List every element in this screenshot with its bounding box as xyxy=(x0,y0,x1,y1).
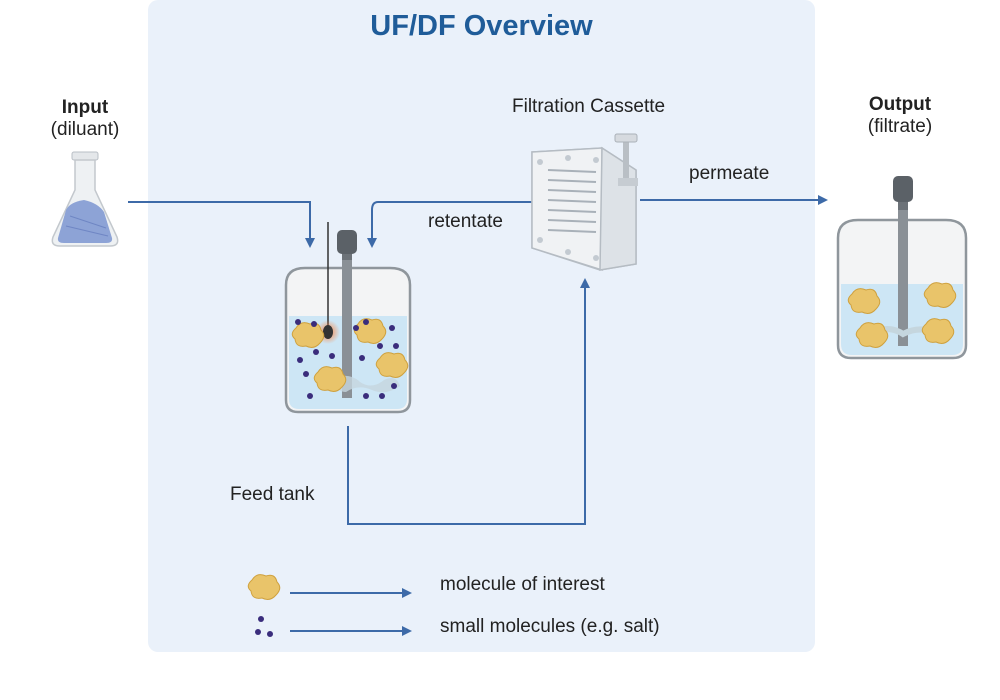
retentate-label: retentate xyxy=(428,211,503,232)
legend-text-1: molecule of interest xyxy=(440,574,605,595)
legend-text-2: small molecules (e.g. salt) xyxy=(440,616,660,637)
feed-tank-label: Feed tank xyxy=(230,484,315,505)
output-heading: Output xyxy=(868,94,932,115)
feed-tank-icon xyxy=(284,222,412,414)
output-label: Output (filtrate) xyxy=(845,94,955,138)
retentate-flow-arrow xyxy=(367,201,532,248)
output-subtitle: (filtrate) xyxy=(867,116,933,137)
legend-molecule-icon xyxy=(247,574,281,600)
legend-salt-icon xyxy=(255,616,273,637)
page-title: UF/DF Overview xyxy=(370,10,593,42)
overview-panel xyxy=(148,0,815,652)
input-heading: Input xyxy=(61,97,109,118)
cassette-label: Filtration Cassette xyxy=(512,96,666,117)
feed-flow-arrow xyxy=(347,278,590,525)
erlenmeyer-flask-icon xyxy=(51,151,119,247)
input-flow-arrow xyxy=(128,201,315,248)
filtration-cassette-icon xyxy=(531,133,638,272)
permeate-label: permeate xyxy=(689,163,770,184)
output-tank-icon xyxy=(836,176,968,360)
input-subtitle: (diluant) xyxy=(50,119,120,140)
input-label: Input (diluant) xyxy=(30,97,140,141)
